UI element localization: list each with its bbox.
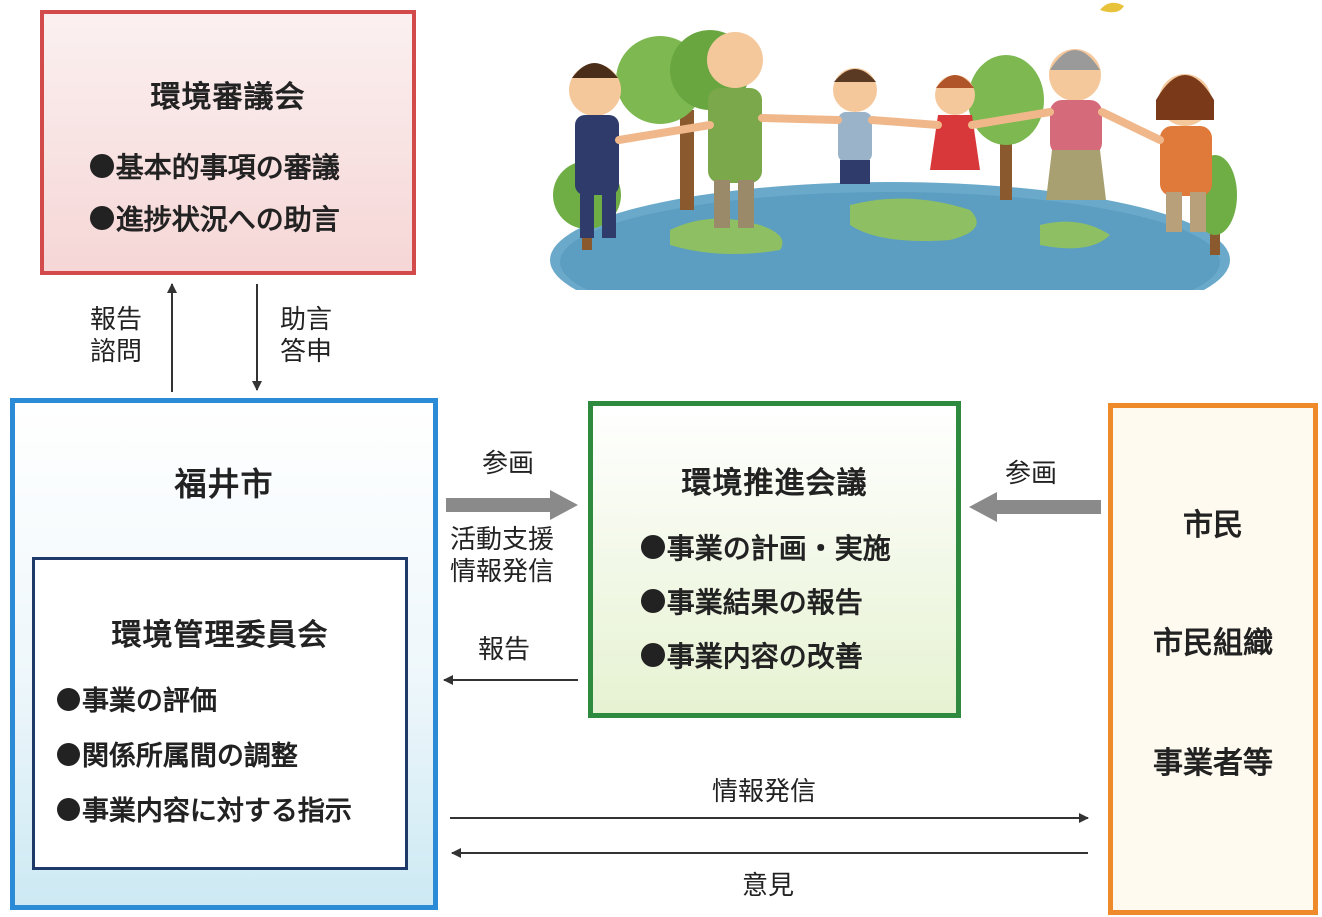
citizens-line: 市民 bbox=[1183, 508, 1243, 543]
people-on-globe-illustration bbox=[550, 2, 1237, 290]
committee-title: 環境管理委員会 bbox=[111, 618, 329, 653]
bullet-icon bbox=[57, 798, 80, 821]
answer-label: 答申 bbox=[280, 337, 333, 367]
report-label: 報告 bbox=[90, 305, 143, 335]
info-dispatch-label-mid: 情報発信 bbox=[450, 557, 555, 587]
citizen-organizations-line: 市民組織 bbox=[1153, 626, 1273, 661]
advice-label: 助言 bbox=[280, 305, 333, 335]
fukui-city-title: 福井市 bbox=[174, 465, 274, 503]
boy-figure bbox=[833, 68, 877, 184]
woman-figure bbox=[1156, 74, 1214, 232]
business-operators-line: 事業者等 bbox=[1153, 746, 1273, 781]
report-label-mid: 報告 bbox=[478, 635, 531, 665]
bullet-icon bbox=[641, 589, 665, 613]
citizens-box: 市民 市民組織 事業者等 bbox=[1108, 403, 1318, 915]
participation-label-left: 参画 bbox=[482, 449, 535, 479]
environment-council-box: 環境審議会 基本的事項の審議 進捗状況への助言 bbox=[40, 10, 416, 275]
participation-label-right: 参画 bbox=[1005, 459, 1058, 489]
committee-item: 事業内容に対する指示 bbox=[57, 784, 352, 839]
promotion-item: 事業の計画・実施 bbox=[641, 522, 891, 576]
girl-figure bbox=[930, 75, 980, 170]
consult-label: 諮問 bbox=[90, 337, 143, 367]
bullet-icon bbox=[641, 643, 665, 667]
committee-item: 関係所属間の調整 bbox=[57, 729, 352, 784]
participation-arrow-right bbox=[446, 490, 578, 520]
info-dispatch-label-bottom: 情報発信 bbox=[712, 777, 817, 807]
committee-items: 事業の評価 関係所属間の調整 事業内容に対する指示 bbox=[57, 674, 352, 839]
bullet-icon bbox=[90, 206, 114, 230]
environment-management-committee-box: 環境管理委員会 事業の評価 関係所属間の調整 事業内容に対する指示 bbox=[32, 557, 408, 870]
promotion-item: 事業内容の改善 bbox=[641, 630, 891, 684]
man-in-suit-figure bbox=[569, 63, 621, 238]
environment-council-title: 環境審議会 bbox=[150, 80, 306, 115]
elderly-man-figure bbox=[707, 32, 763, 228]
bullet-icon bbox=[57, 688, 80, 711]
committee-item: 事業の評価 bbox=[57, 674, 352, 729]
bullet-icon bbox=[641, 535, 665, 559]
council-item: 基本的事項の審議 bbox=[90, 142, 340, 194]
council-item: 進捗状況への助言 bbox=[90, 194, 340, 246]
opinion-label: 意見 bbox=[742, 871, 795, 901]
promotion-items: 事業の計画・実施 事業結果の報告 事業内容の改善 bbox=[641, 522, 891, 684]
environment-promotion-conference-box: 環境推進会議 事業の計画・実施 事業結果の報告 事業内容の改善 bbox=[588, 401, 961, 718]
bullet-icon bbox=[57, 743, 80, 766]
promotion-item: 事業結果の報告 bbox=[641, 576, 891, 630]
promotion-title: 環境推進会議 bbox=[681, 466, 868, 501]
bullet-icon bbox=[90, 154, 114, 178]
elderly-woman-figure bbox=[1046, 49, 1106, 200]
participation-arrow-left bbox=[969, 492, 1101, 522]
bird-icon bbox=[1100, 2, 1124, 13]
activity-support-label: 活動支援 bbox=[450, 525, 555, 555]
environment-council-items: 基本的事項の審議 進捗状況への助言 bbox=[90, 142, 340, 246]
